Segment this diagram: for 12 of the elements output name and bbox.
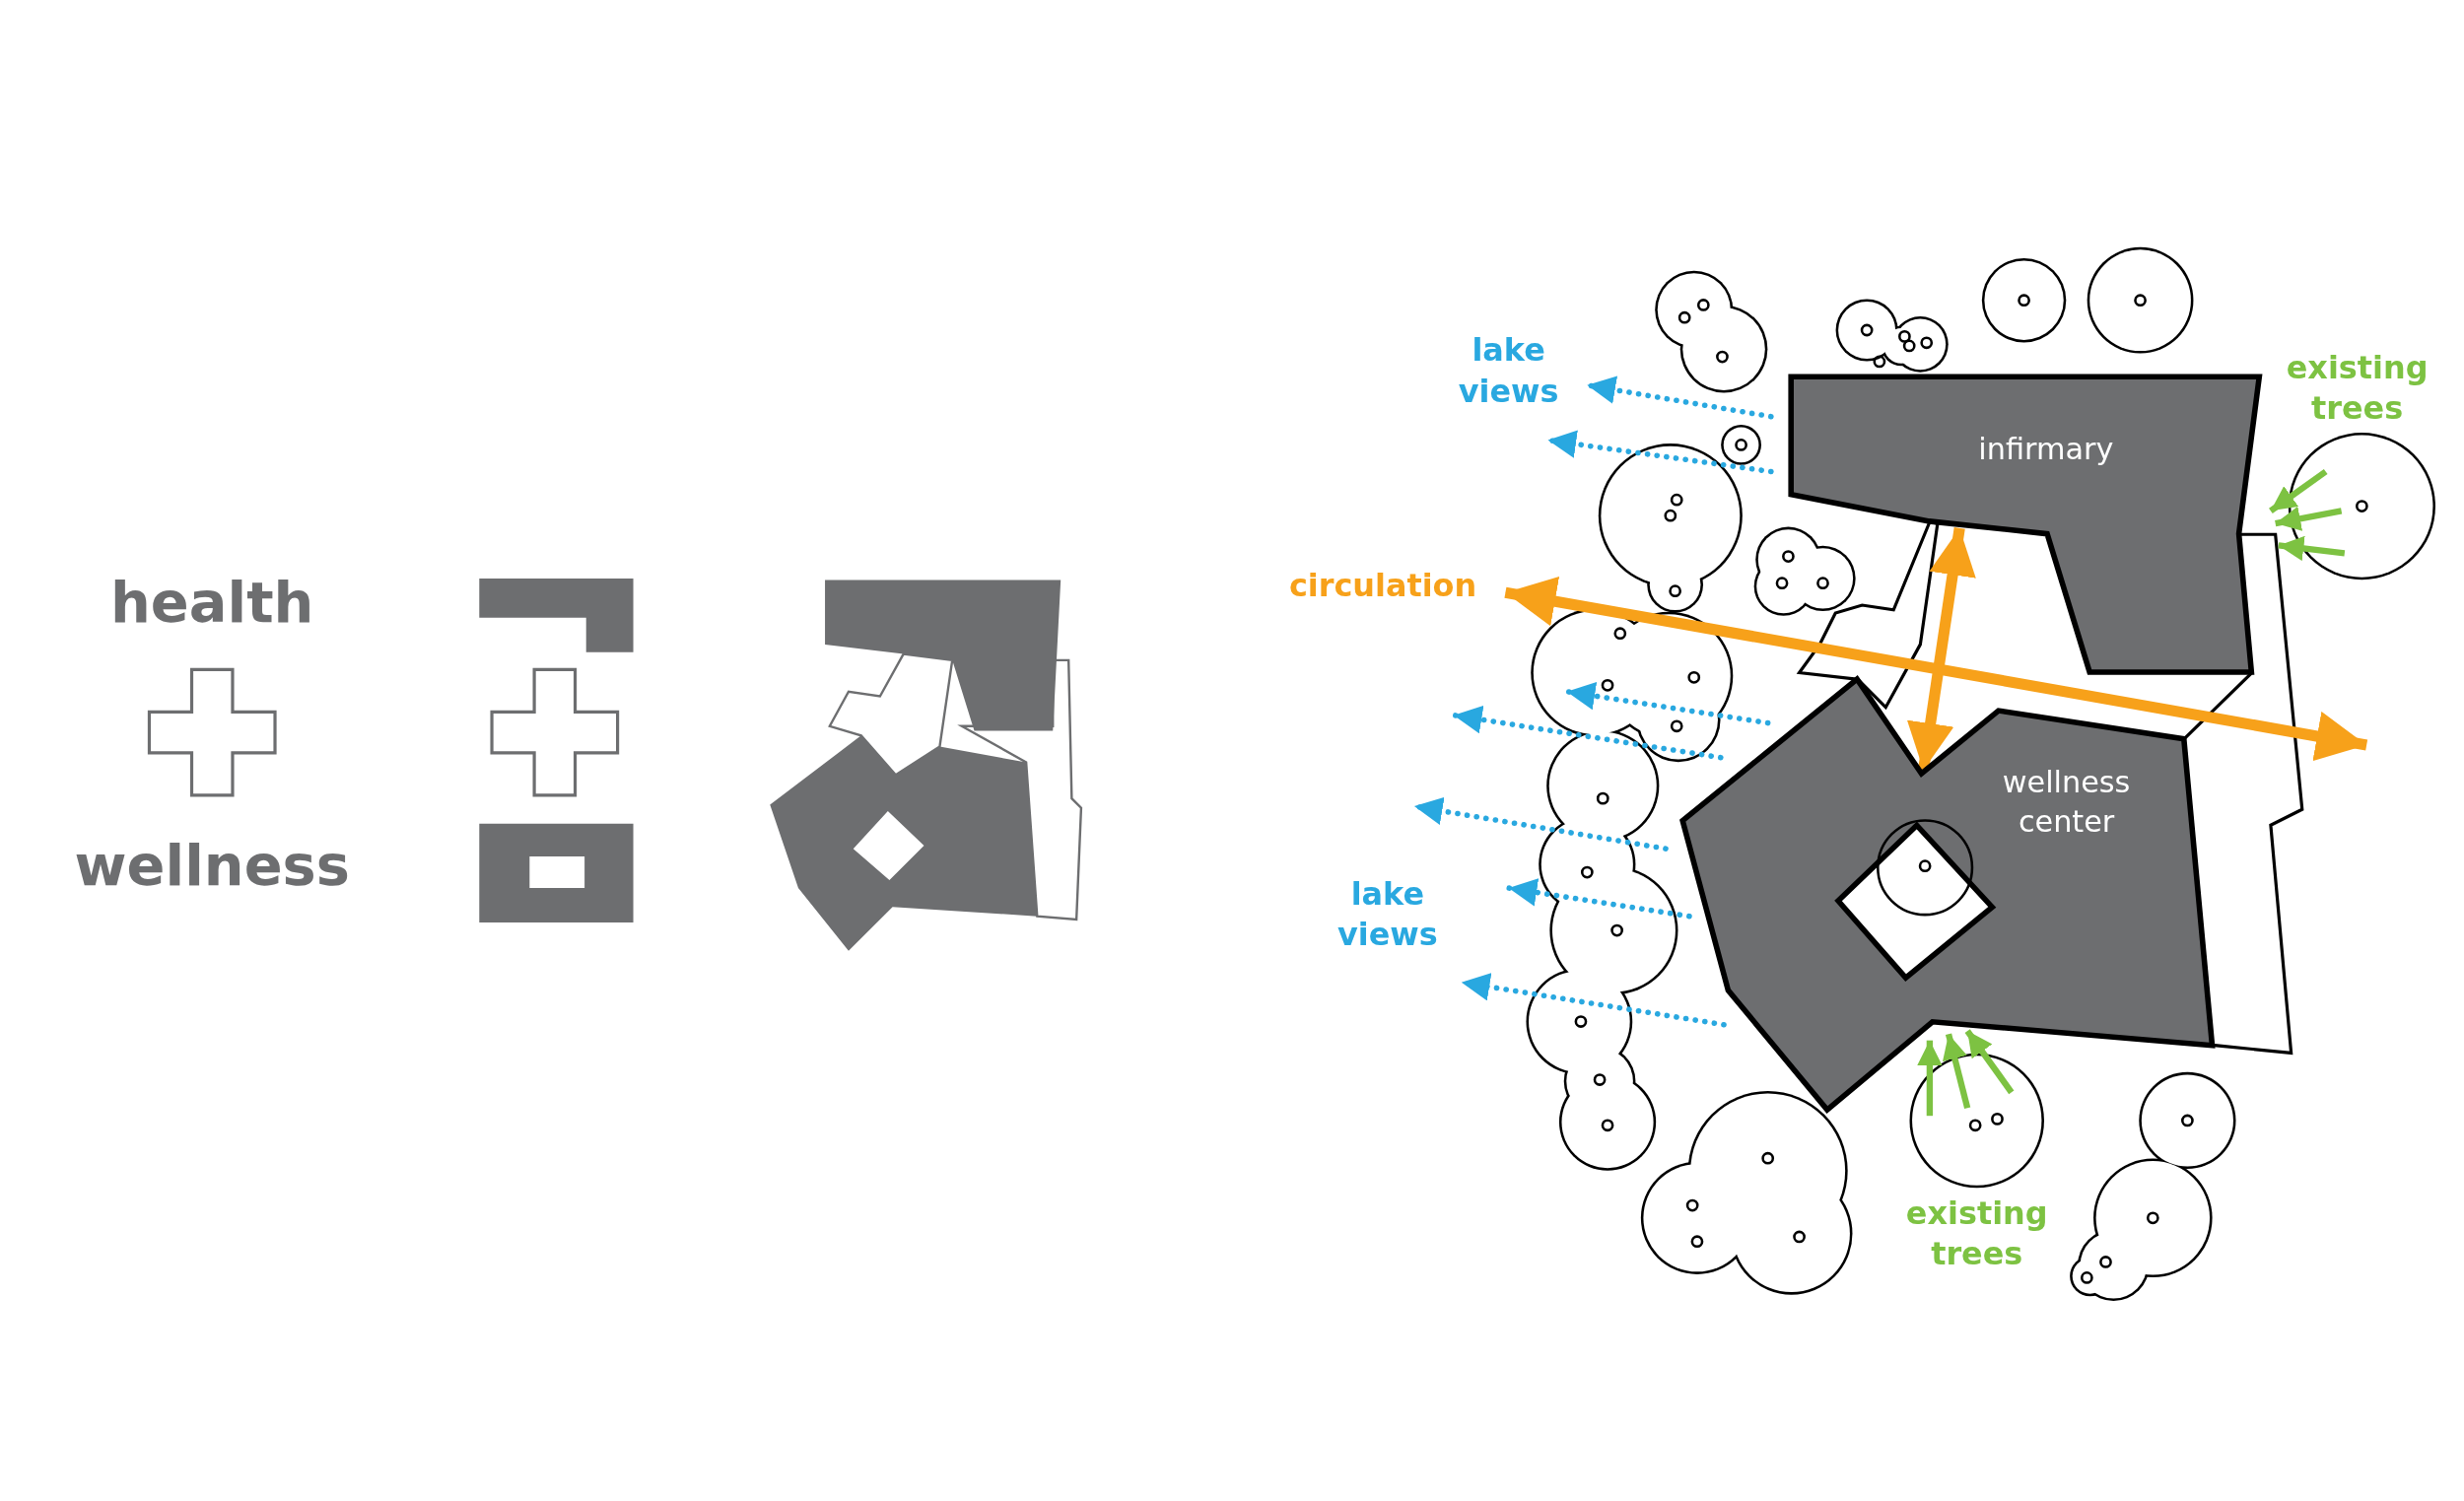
building-footprint: [1788, 374, 2263, 676]
concept-label: wellness: [73, 831, 351, 901]
building-footprint: [1679, 675, 2217, 1113]
building-label: infirmary: [1977, 431, 2115, 469]
annotation-label: existing trees: [1904, 1193, 2049, 1274]
annotation-label: circulation: [1287, 566, 1478, 606]
circulation-arrow: [1906, 527, 1976, 772]
annotation-label: existing trees: [2285, 347, 2430, 429]
concept-label: health: [109, 568, 315, 638]
building-label: wellness center: [2001, 763, 2132, 841]
annotation-label: lake views: [1335, 873, 1439, 955]
annotation-label: lake views: [1457, 329, 1560, 412]
